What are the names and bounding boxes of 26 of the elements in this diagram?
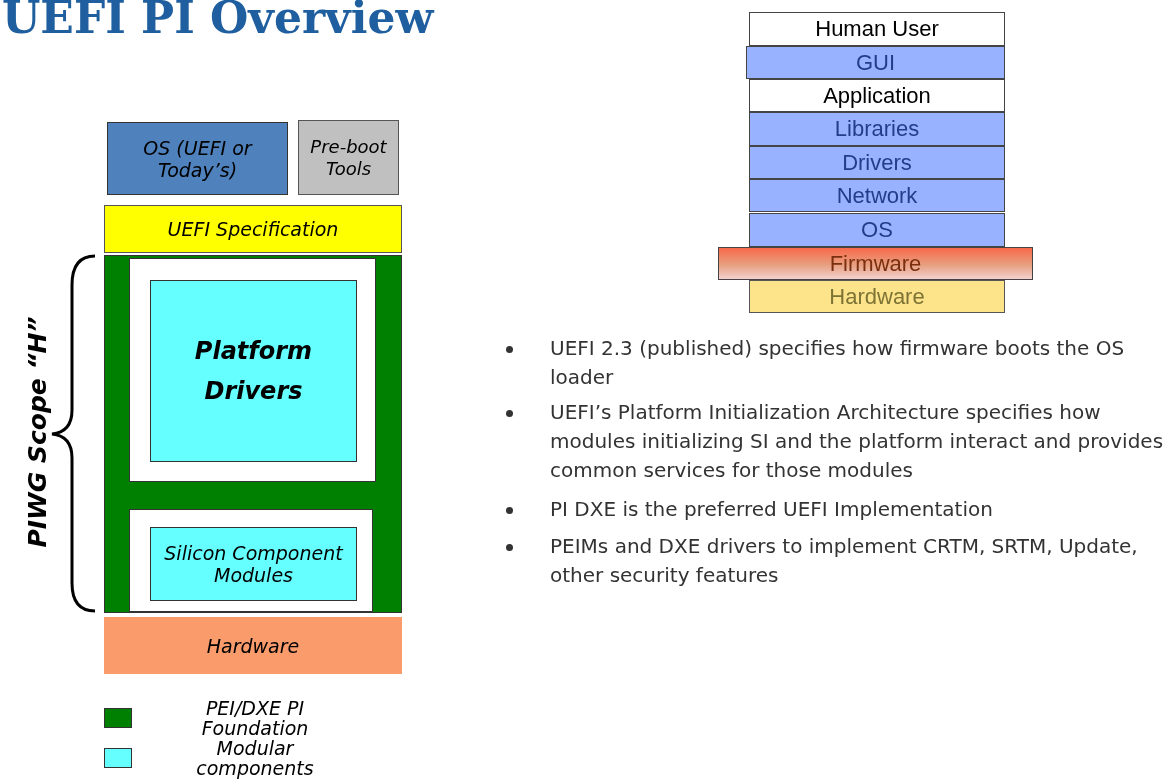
spec-band: UEFI Specification [104, 205, 402, 253]
module-slot [129, 509, 373, 612]
layer-row: Human User [749, 12, 1005, 46]
drivers-block: Platform Drivers [150, 280, 357, 462]
layer-row: OS [749, 213, 1005, 247]
bullet-text: UEFI 2.3 (published) specifies how firmware boots the OS loader [550, 335, 1126, 391]
bullet-text: UEFI’s Platform Initialization Architecture specifies how modules initializing SI and the platform interact and provides common services for those modules [550, 399, 1165, 484]
legend-label: PEI/DXE PI Foundation [200, 698, 310, 738]
os-block: OS (UEFI or Today’s) [107, 122, 288, 195]
foundation-frame [104, 255, 402, 613]
layer-row: Libraries [749, 112, 1005, 146]
legend-label: Modular components [195, 738, 315, 778]
slide-title: UEFI PI Overview [2, 0, 434, 43]
modules-block: Silicon Component Modules [150, 527, 357, 601]
layer-row: Firmware [718, 247, 1033, 280]
scope-label: PIWG Scope “H” [22, 317, 52, 548]
tools-block: Pre-boot Tools [298, 120, 399, 195]
hardware-band: Hardware [104, 617, 402, 674]
layer-row: Drivers [749, 146, 1005, 179]
bullet-text: PEIMs and DXE drivers to implement CRTM, SRTM, Update, other security features [550, 533, 1139, 589]
module-slot [129, 258, 376, 482]
bullet-text: PI DXE is the preferred UEFI Implementation [550, 496, 994, 523]
layer-row: Network [749, 179, 1005, 212]
layer-row: GUI [746, 46, 1005, 79]
layer-row: Application [749, 79, 1005, 112]
layer-row: Hardware [749, 280, 1005, 313]
